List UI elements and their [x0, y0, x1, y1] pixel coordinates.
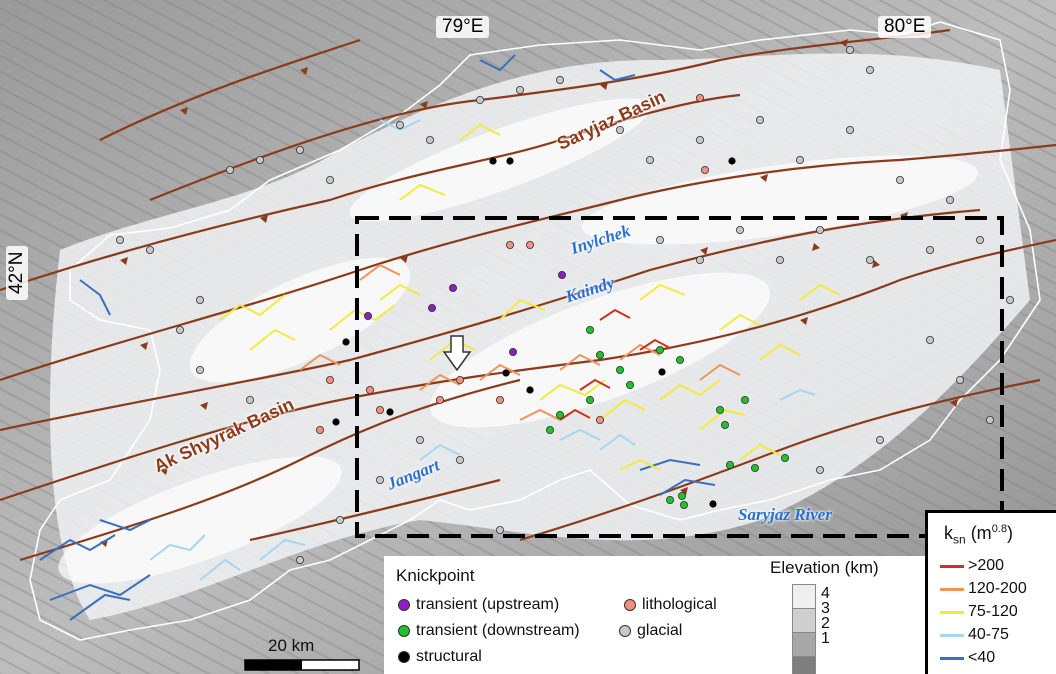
legend-item-transient-downstream: transient (downstream): [398, 622, 580, 640]
arrow-marker: [442, 335, 472, 372]
fault-lines: [0, 28, 1056, 562]
elevation-legend-title: Elevation (km): [770, 558, 879, 577]
saryjaz-river-label: Saryjaz River: [738, 505, 832, 524]
scale-bar-label: 20 km: [268, 636, 315, 655]
scale-bar: [244, 659, 360, 671]
longitude-80-label: 80°E: [878, 16, 932, 38]
ksn-item-120-200: 120-200: [940, 580, 1027, 598]
knickpoint-legend-title: Knickpoint: [396, 566, 475, 585]
knickpoints-glacial: [116, 46, 1015, 565]
ksn-line-icon: [940, 564, 964, 568]
legend-item-lithological: lithological: [624, 596, 717, 614]
study-area-box: [355, 216, 1004, 538]
elevation-color-bar: [792, 584, 816, 674]
legend-item-transient-upstream: transient (upstream): [398, 596, 559, 614]
longitude-79-label: 79°E: [436, 16, 490, 38]
ksn-item-gt200: >200: [940, 557, 1004, 575]
ksn-item-40-75: 40-75: [940, 626, 1009, 644]
snow-highlights: [58, 98, 979, 584]
knickpoints-transient-downstream: [546, 325, 790, 509]
ksn-line-icon: [940, 656, 964, 660]
ksn-line-icon: [940, 587, 964, 591]
ksn-item-lt40: <40: [940, 649, 995, 667]
legend-item-glacial: glacial: [619, 622, 682, 640]
legend-item-structural: structural: [398, 648, 482, 666]
elevation-ticks: 4 3 2 1: [821, 585, 830, 647]
knickpoints-structural: [332, 157, 736, 508]
salmon-dot-icon: [624, 599, 636, 611]
ksn-legend: ksn (m0.8) >200 120-200 75-120 40-75 <40: [925, 510, 1056, 674]
purple-dot-icon: [398, 599, 410, 611]
knickpoints-lithological: [315, 94, 710, 434]
ksn-legend-title: ksn (m0.8): [944, 523, 1013, 547]
catchment-boundary: [29, 21, 1041, 641]
green-dot-icon: [398, 625, 410, 637]
knickpoint-legend: Knickpoint transient (upstream) transien…: [384, 556, 944, 674]
ksn-line-icon: [940, 633, 964, 637]
ksn-item-75-120: 75-120: [940, 603, 1018, 621]
gray-dot-icon: [619, 625, 631, 637]
stream-network: [39, 54, 841, 621]
ksn-line-icon: [940, 610, 964, 614]
fault-thrust-markers: [100, 39, 958, 547]
knickpoints-transient-upstream: [363, 270, 567, 356]
latitude-42-label: 42°N: [6, 245, 28, 300]
black-dot-icon: [398, 651, 410, 663]
